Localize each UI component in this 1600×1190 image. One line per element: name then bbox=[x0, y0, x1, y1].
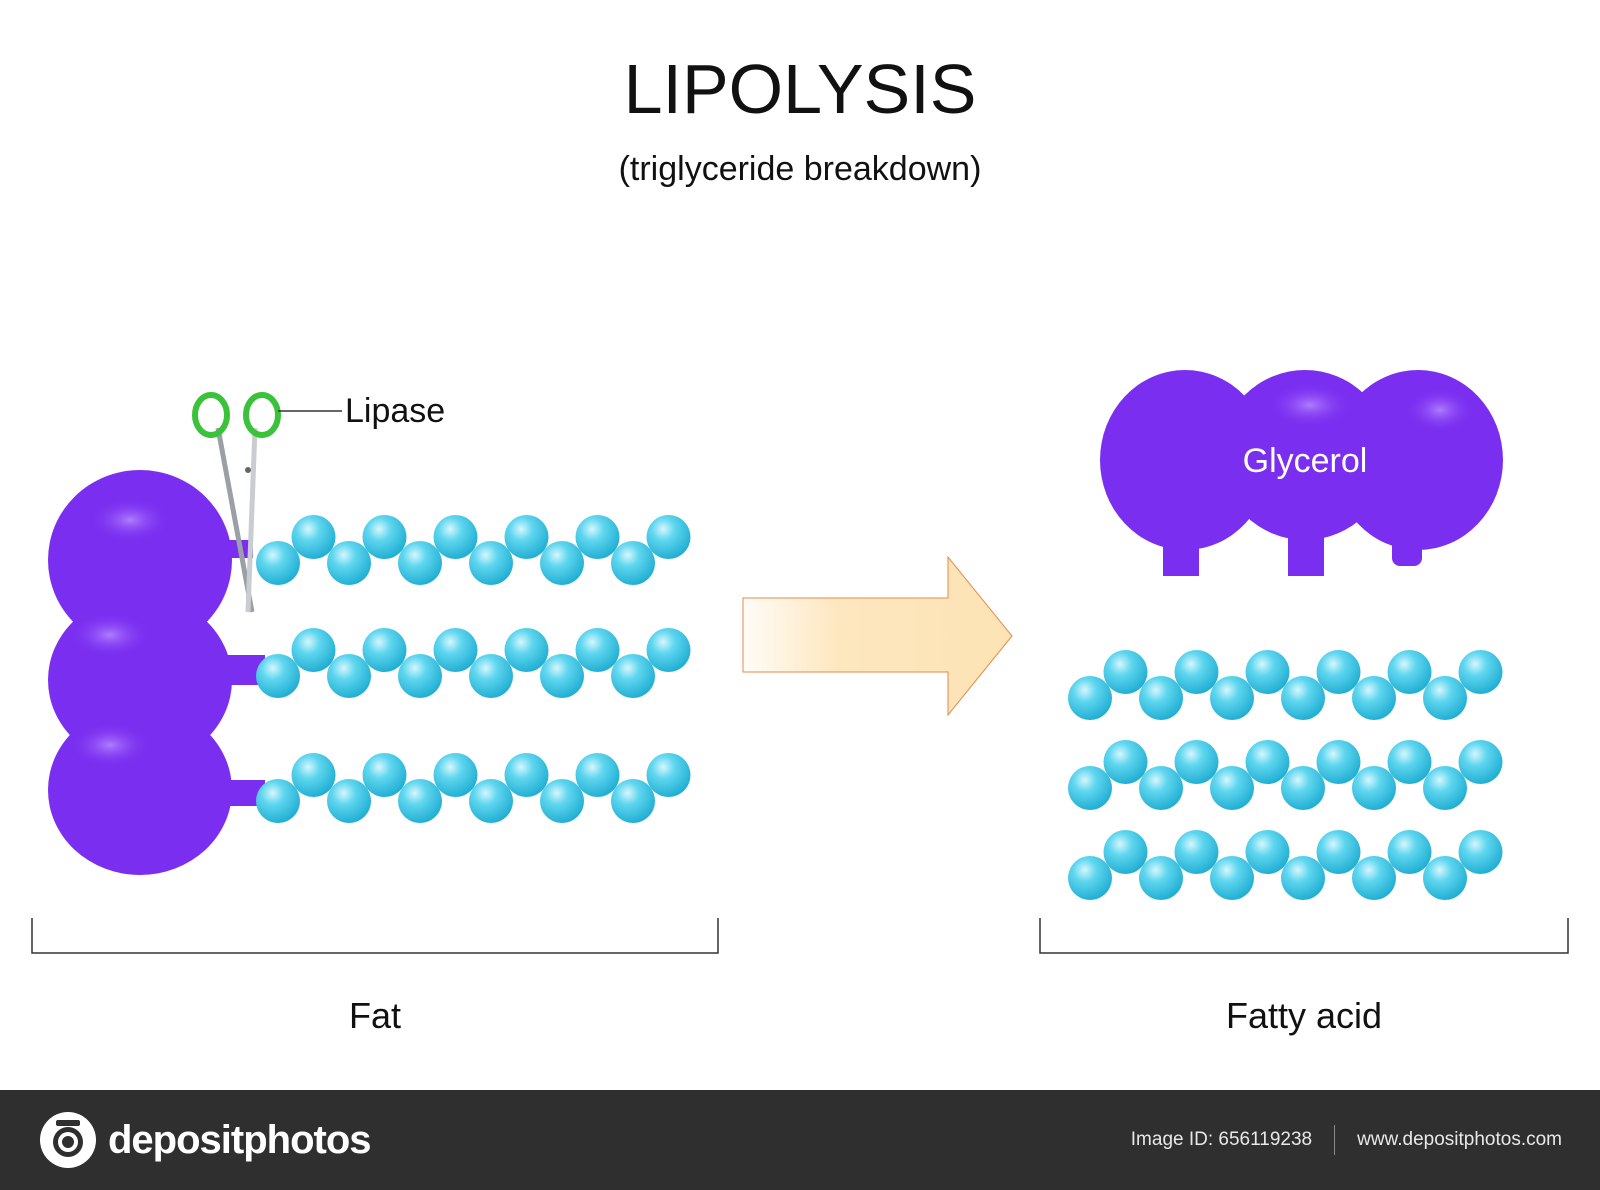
fatty-acid-label: Fatty acid bbox=[1226, 995, 1382, 1036]
fatty-acid-bead bbox=[1174, 650, 1219, 694]
fatty-acid-bead bbox=[1068, 766, 1112, 810]
fatty-acid-bead bbox=[362, 628, 407, 672]
fatty-acid-chains bbox=[256, 515, 1503, 900]
fatty-acid-bead bbox=[256, 779, 300, 823]
fatty-acid-bead bbox=[504, 753, 549, 797]
fatty-acid-bead bbox=[1352, 676, 1396, 720]
fatty-acid-bead bbox=[575, 753, 620, 797]
fatty-acid-bead bbox=[362, 515, 407, 559]
fatty-acid-bead bbox=[1423, 766, 1467, 810]
fatty-acid-bead bbox=[1316, 650, 1361, 694]
fatty-acid-bead bbox=[575, 628, 620, 672]
diagram-title: LIPOLYSIS bbox=[624, 50, 977, 128]
fatty-acid-chain bbox=[256, 753, 691, 823]
fatty-acid-bead bbox=[1352, 856, 1396, 900]
fatty-acid-bead bbox=[469, 779, 513, 823]
fatty-acid-bead bbox=[1139, 766, 1183, 810]
fatty-acid-bead bbox=[469, 541, 513, 585]
fatty-acid-bead bbox=[1352, 766, 1396, 810]
fatty-acid-bead bbox=[327, 779, 371, 823]
lipase-label: Lipase bbox=[345, 392, 445, 430]
fatty-acid-bead bbox=[327, 541, 371, 585]
fatty-acid-bead bbox=[327, 654, 371, 698]
fatty-acid-chain bbox=[256, 628, 691, 698]
website-link[interactable]: www.depositphotos.com bbox=[1357, 1129, 1562, 1150]
fatty-acid-bead bbox=[646, 628, 691, 672]
fatty-acid-bead bbox=[1245, 650, 1290, 694]
fatty-acid-bead bbox=[1316, 830, 1361, 874]
fatty-acid-bead bbox=[1210, 856, 1254, 900]
fatty-acid-bead bbox=[469, 654, 513, 698]
fatty-acid-bead bbox=[433, 628, 478, 672]
fatty-acid-bead bbox=[1103, 740, 1148, 784]
fatty-acid-bead bbox=[1281, 856, 1325, 900]
fatty-acid-bead bbox=[256, 541, 300, 585]
fatty-acid-bead bbox=[1423, 676, 1467, 720]
fatty-acid-bead bbox=[1281, 676, 1325, 720]
fatty-acid-bead bbox=[1068, 676, 1112, 720]
fatty-acid-bead bbox=[398, 779, 442, 823]
fatty-acid-bead bbox=[1139, 856, 1183, 900]
fatty-acid-bead bbox=[256, 654, 300, 698]
fatty-acid-bead bbox=[1245, 830, 1290, 874]
fatty-acid-bead bbox=[1068, 856, 1112, 900]
fatty-acid-bead bbox=[291, 628, 336, 672]
diagram-subtitle: (triglyceride breakdown) bbox=[619, 150, 982, 188]
fatty-acid-bead bbox=[1387, 830, 1432, 874]
fatty-acid-bead bbox=[540, 541, 584, 585]
fat-glycerol-backbone bbox=[48, 470, 265, 875]
fatty-acid-chain bbox=[1068, 740, 1503, 810]
scissors-icon bbox=[192, 392, 281, 613]
footer-bar: depositphotos Image ID: 656119238 www.de… bbox=[0, 1090, 1600, 1190]
glycerol-molecule bbox=[1100, 370, 1503, 576]
fatty-acid-bead bbox=[1458, 650, 1503, 694]
fatty-acid-bead bbox=[291, 753, 336, 797]
fatty-acid-bead bbox=[398, 541, 442, 585]
fatty-acid-bead bbox=[1103, 830, 1148, 874]
fatty-acid-bead bbox=[1387, 740, 1432, 784]
fatty-acid-bead bbox=[504, 515, 549, 559]
fatty-acid-bead bbox=[1245, 740, 1290, 784]
fatty-acid-bead bbox=[1103, 650, 1148, 694]
camera-logo-icon bbox=[40, 1112, 96, 1168]
fat-label: Fat bbox=[349, 995, 401, 1036]
fatty-acid-bead bbox=[540, 779, 584, 823]
fatty-acid-bead bbox=[1423, 856, 1467, 900]
fatty-acid-bead bbox=[362, 753, 407, 797]
fatty-acid-bead bbox=[646, 515, 691, 559]
lipolysis-diagram: LIPOLYSIS (triglyceride breakdown) Lipas… bbox=[31, 50, 1569, 1036]
fatty-acid-bead bbox=[1210, 676, 1254, 720]
fatty-acid-bead bbox=[1210, 766, 1254, 810]
fatty-acid-bead bbox=[575, 515, 620, 559]
fat-bracket bbox=[31, 918, 719, 954]
fatty-acid-bracket bbox=[1039, 918, 1569, 954]
fatty-acid-bead bbox=[1139, 676, 1183, 720]
fatty-acid-chain bbox=[1068, 830, 1503, 900]
fatty-acid-bead bbox=[433, 515, 478, 559]
fatty-acid-bead bbox=[611, 779, 655, 823]
fatty-acid-chain bbox=[256, 515, 691, 585]
fatty-acid-bead bbox=[1458, 830, 1503, 874]
fatty-acid-bead bbox=[1281, 766, 1325, 810]
fatty-acid-bead bbox=[611, 654, 655, 698]
fatty-acid-bead bbox=[611, 541, 655, 585]
fatty-acid-bead bbox=[504, 628, 549, 672]
footer-logo: depositphotos bbox=[38, 1110, 372, 1170]
fatty-acid-chain bbox=[1068, 650, 1503, 720]
fatty-acid-bead bbox=[1316, 740, 1361, 784]
footer-brand: depositphotos bbox=[108, 1117, 372, 1162]
fatty-acid-bead bbox=[1387, 650, 1432, 694]
reaction-arrow bbox=[742, 555, 1013, 717]
fatty-acid-bead bbox=[540, 654, 584, 698]
fatty-acid-bead bbox=[1174, 830, 1219, 874]
footer-separator bbox=[1334, 1125, 1336, 1155]
fatty-acid-bead bbox=[1174, 740, 1219, 784]
fatty-acid-bead bbox=[433, 753, 478, 797]
fatty-acid-bead bbox=[398, 654, 442, 698]
glycerol-label: Glycerol bbox=[1243, 442, 1368, 480]
fatty-acid-bead bbox=[1458, 740, 1503, 784]
fatty-acid-bead bbox=[646, 753, 691, 797]
image-id: Image ID: 656119238 bbox=[1130, 1129, 1313, 1150]
fatty-acid-bead bbox=[291, 515, 336, 559]
